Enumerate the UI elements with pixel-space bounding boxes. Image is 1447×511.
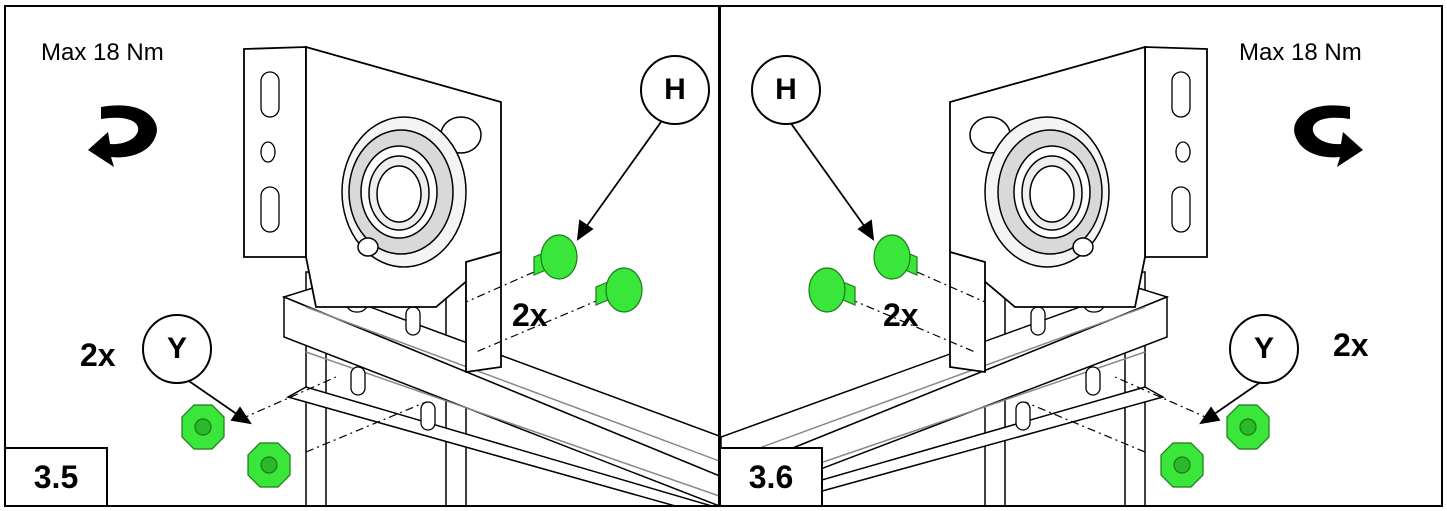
step-number: 3.5 bbox=[6, 447, 108, 505]
qty-bolt: 2x bbox=[883, 297, 919, 333]
step-panel-3-5: Max 18 Nm H Y 2x 2x 3.5 bbox=[4, 5, 720, 507]
qty-nut: 2x bbox=[80, 337, 116, 373]
torque-label: Max 18 Nm bbox=[41, 39, 164, 66]
callout-nut: Y bbox=[1229, 314, 1299, 384]
bearing-icon bbox=[341, 116, 482, 268]
callout-nut: Y bbox=[142, 314, 212, 384]
assembly-drawing bbox=[721, 45, 1363, 505]
step-number: 3.6 bbox=[721, 447, 823, 505]
rotate-arrow-icon bbox=[1294, 105, 1363, 167]
callout-bolt: H bbox=[751, 55, 821, 125]
assembly-drawing bbox=[88, 45, 718, 505]
torque-label: Max 18 Nm bbox=[1239, 39, 1362, 66]
qty-bolt: 2x bbox=[512, 297, 548, 333]
bolt-icon bbox=[533, 234, 643, 313]
callout-bolt: H bbox=[640, 55, 710, 125]
qty-nut: 2x bbox=[1333, 327, 1369, 363]
rotate-arrow-icon bbox=[88, 105, 157, 167]
nut-icon bbox=[181, 404, 291, 488]
step-panel-3-6: Max 18 Nm H Y 2x 2x 3.6 bbox=[719, 5, 1443, 507]
